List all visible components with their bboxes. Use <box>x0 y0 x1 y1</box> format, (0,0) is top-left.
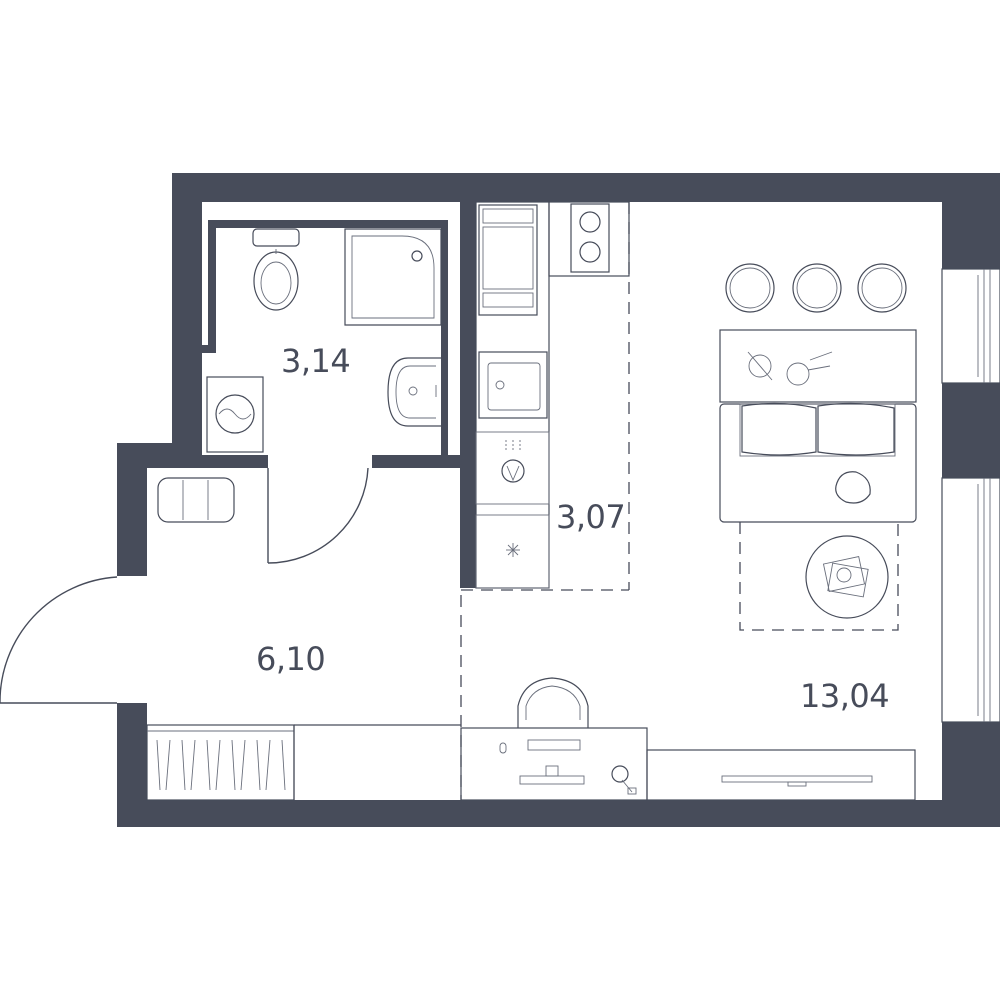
tv-stand-icon <box>646 749 916 801</box>
wall-left-upper <box>172 173 202 468</box>
entrance-door <box>0 576 118 704</box>
wall-top <box>172 173 972 202</box>
kitchen-counter <box>475 201 550 589</box>
stools-icon <box>725 263 907 313</box>
wall-bath-left <box>208 220 216 353</box>
coffee-table-icon <box>805 535 889 619</box>
wall-bath-right <box>441 220 448 458</box>
bathroom-area-label: 3,14 <box>281 342 350 380</box>
kitchen-fixtures <box>475 201 630 589</box>
sink-icon <box>478 351 548 419</box>
living-room-furniture <box>719 263 917 631</box>
rug-outline <box>739 522 899 631</box>
wardrobe-icon <box>146 724 461 801</box>
wall-left-hall <box>117 443 147 576</box>
window-upper <box>941 268 1000 384</box>
fridge-icon <box>478 204 538 316</box>
wall-bottom <box>117 800 972 827</box>
desk <box>460 727 648 801</box>
bathroom-door <box>267 467 369 564</box>
wall-right-top-ext <box>942 173 1000 269</box>
pouf-icon <box>157 477 235 523</box>
living-room-area-label: 13,04 <box>800 677 889 715</box>
doors <box>0 467 369 704</box>
washbasin-icon <box>387 357 441 427</box>
cooktop-icon <box>570 203 610 273</box>
keyboard-icon <box>527 739 581 751</box>
wall-right-middle <box>942 383 1000 478</box>
hallway-furniture <box>146 477 461 801</box>
wall-bath-bottom-right <box>372 455 460 468</box>
bathroom-fixtures <box>206 228 442 453</box>
sofa-icon <box>719 402 917 523</box>
wall-bath-left-stub <box>202 345 216 353</box>
lamp-icon <box>611 765 637 795</box>
kitchen-counter-upper <box>548 201 630 277</box>
monitor-icon <box>519 765 585 785</box>
dishwasher-icon <box>475 431 550 505</box>
wall-bath-top <box>208 220 448 228</box>
wall-partition-kitchen <box>460 202 476 588</box>
kitchen-cabinet <box>475 514 550 589</box>
desk-area <box>460 677 916 801</box>
shower-tray-icon <box>344 228 442 326</box>
washing-machine-icon <box>206 376 264 453</box>
wall-right-bottom <box>942 722 1000 827</box>
area-labels: 3,14 3,07 6,10 13,04 <box>256 342 890 715</box>
dining-table-icon <box>719 329 917 403</box>
chair-icon <box>517 677 589 728</box>
windows <box>941 268 1000 723</box>
mouse-icon <box>499 742 507 754</box>
wall-bath-bottom-left <box>202 455 268 468</box>
toilet-icon <box>252 228 300 311</box>
hallway-area-label: 6,10 <box>256 640 325 678</box>
window-lower <box>941 477 1000 723</box>
kitchen-area-label: 3,07 <box>556 498 625 536</box>
walls <box>117 173 1000 827</box>
fan-icon <box>506 543 520 557</box>
